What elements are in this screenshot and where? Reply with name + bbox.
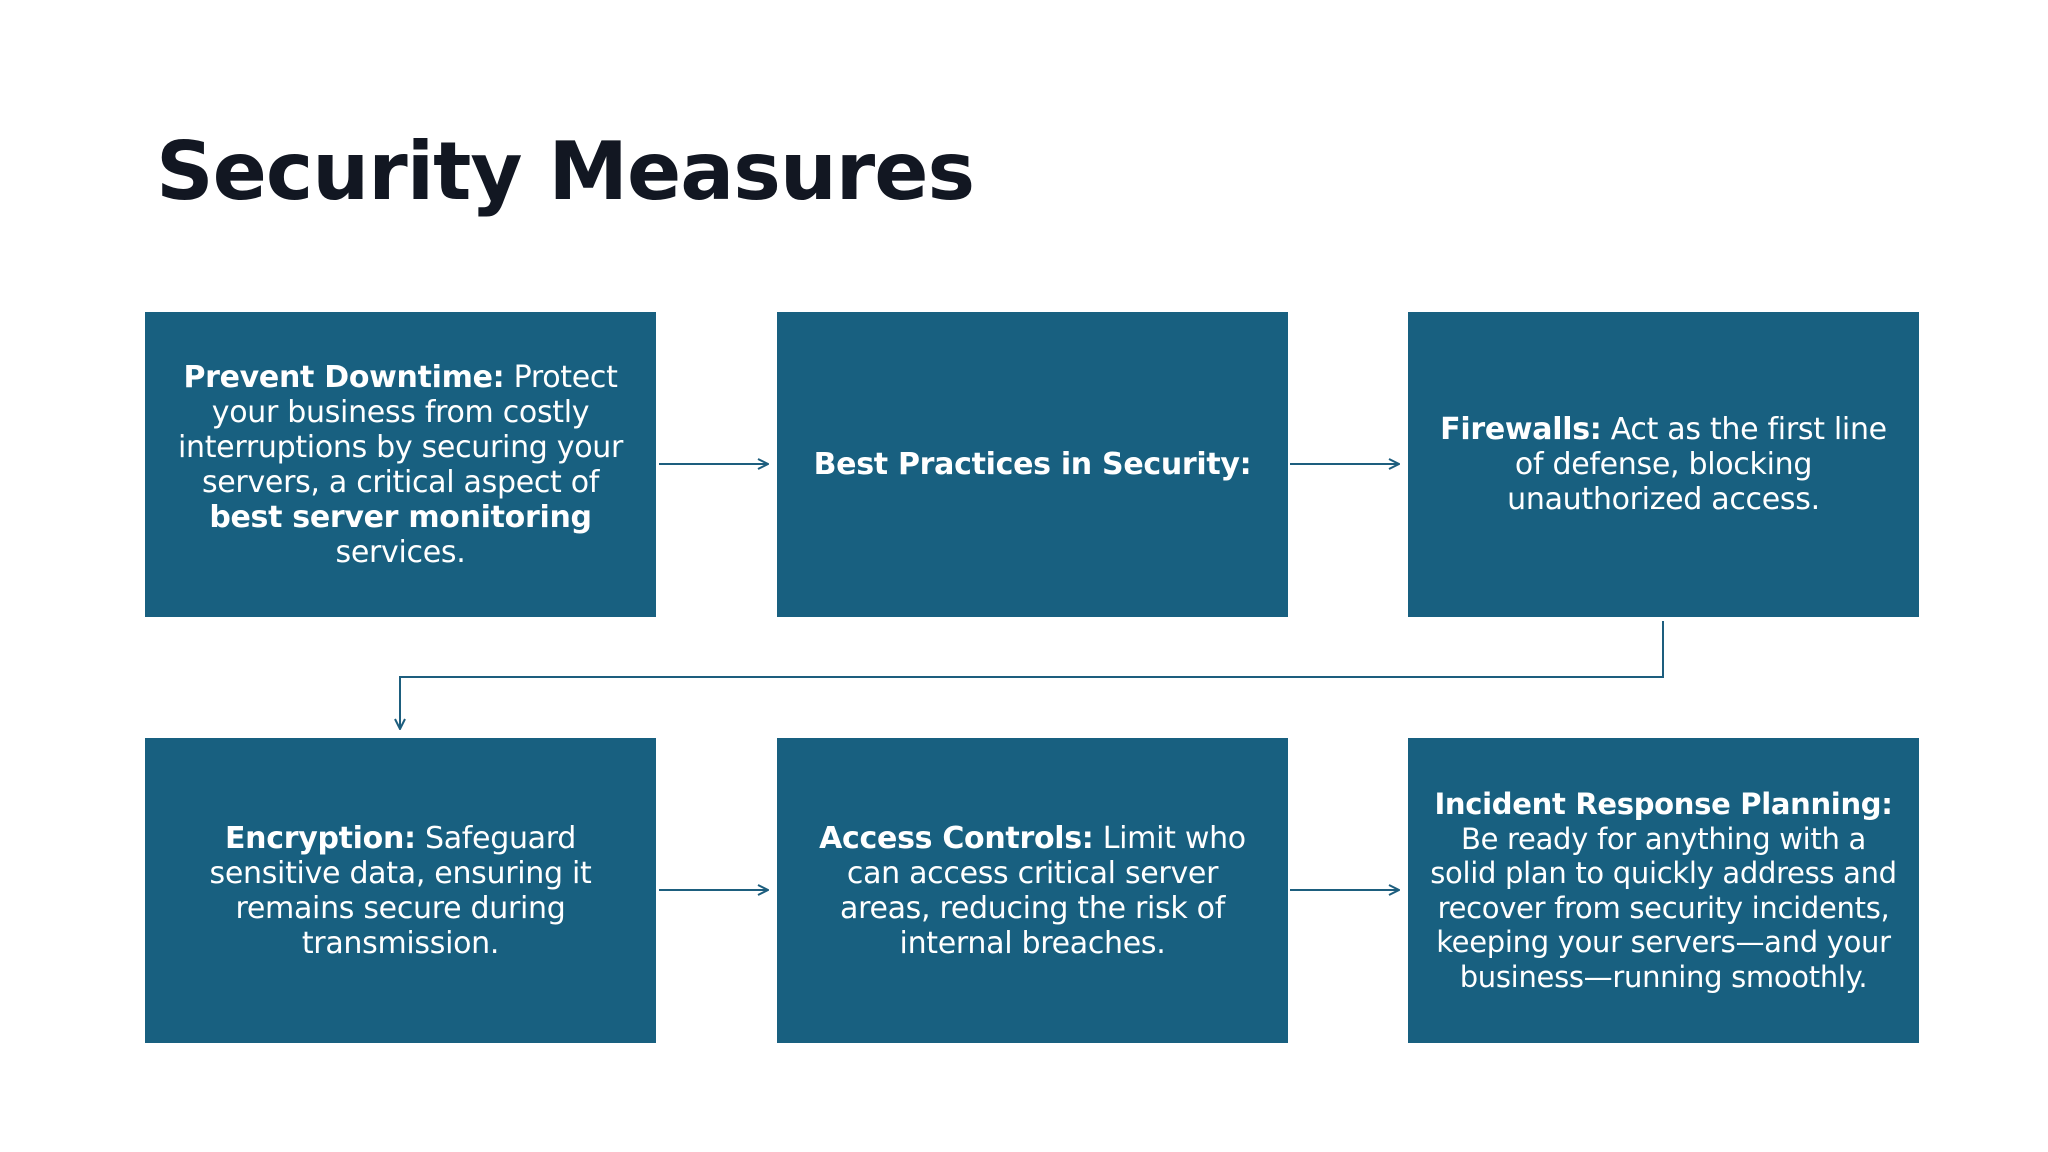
step-box-firewalls: Firewalls: Act as the first line of defe… (1408, 312, 1919, 617)
step-text: Best Practices in Security: (814, 447, 1252, 482)
step-box-prevent-downtime: Prevent Downtime: Protect your business … (145, 312, 656, 617)
step-text-emphasis: Incident Response Planning: (1434, 787, 1893, 821)
step-text-run: Protect your business from costly interr… (177, 359, 624, 500)
step-text-run: Limit who can access critical server are… (839, 820, 1246, 961)
page-title: Security Measures (156, 125, 975, 218)
step-text: Access Controls: Limit who can access cr… (813, 821, 1253, 961)
step-text-emphasis: best server monitoring (209, 499, 592, 535)
step-box-best-practices: Best Practices in Security: (777, 312, 1288, 617)
step-text-run: Be ready for anything with a solid plan … (1430, 821, 1897, 994)
step-text: Encryption: Safeguard sensitive data, en… (191, 821, 611, 961)
step-text: Firewalls: Act as the first line of defe… (1434, 412, 1894, 517)
step-text-run: Safeguard sensitive data, ensuring it re… (209, 820, 592, 961)
step-box-access-controls: Access Controls: Limit who can access cr… (777, 738, 1288, 1043)
step-text: Prevent Downtime: Protect your business … (166, 360, 636, 570)
step-text-emphasis: Access Controls: (819, 820, 1094, 856)
step-box-encryption: Encryption: Safeguard sensitive data, en… (145, 738, 656, 1043)
step-text-run: Act as the first line of defense, blocki… (1507, 412, 1887, 517)
step-box-incident-response: Incident Response Planning: Be ready for… (1408, 738, 1919, 1043)
step-text-emphasis: Firewalls: (1440, 412, 1602, 447)
arrow-step3-to-step4 (400, 621, 1664, 729)
step-text-emphasis: Best Practices in Security: (813, 447, 1252, 482)
step-text-emphasis: Prevent Downtime: (183, 359, 505, 395)
step-text: Incident Response Planning: Be ready for… (1424, 787, 1903, 994)
step-text-emphasis: Encryption: (224, 820, 416, 856)
step-text-run: services. (335, 534, 466, 570)
